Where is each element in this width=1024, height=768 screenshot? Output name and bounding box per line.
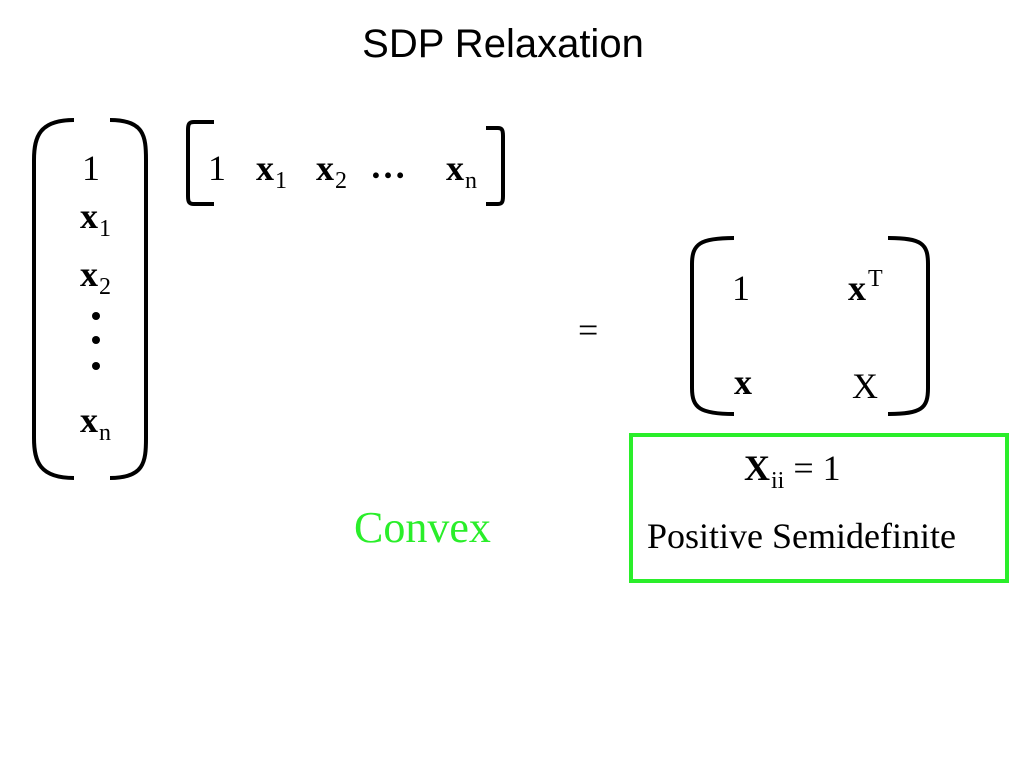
row-entry-x1: x1 xyxy=(256,148,287,194)
constraint-xii-sub: ii xyxy=(771,468,785,494)
row-xn-sub: n xyxy=(465,168,477,194)
column-entry-x2: x2 xyxy=(80,254,111,300)
psd-label: Positive Semidefinite xyxy=(647,516,956,556)
row-x1-sub: 1 xyxy=(275,168,287,194)
column-xn-sub: n xyxy=(99,420,111,446)
equals-sign: = xyxy=(578,310,599,350)
column-x1-base: x xyxy=(80,196,98,236)
row-x2-base: x xyxy=(316,148,334,188)
row-entry-1: 1 xyxy=(208,148,226,188)
row-xn-base: x xyxy=(446,148,464,188)
matrix-entry-22: X xyxy=(852,366,878,406)
row-x1-base: x xyxy=(256,148,274,188)
constraint-xii-base: X xyxy=(744,448,770,488)
column-vdots-dot-2 xyxy=(92,336,100,344)
matrix-entry-11: 1 xyxy=(732,268,750,308)
column-xn-base: x xyxy=(80,400,98,440)
row-vector-left-bracket xyxy=(186,120,214,206)
constraint-xii: Xii = 1 xyxy=(744,448,841,494)
constraint-xii-rest: = 1 xyxy=(784,448,841,488)
row-entry-x2: x2 xyxy=(316,148,347,194)
column-x1-sub: 1 xyxy=(99,216,111,242)
matrix-entry-21: x xyxy=(734,362,752,402)
constraint-box xyxy=(629,433,1009,583)
row-entry-xn: xn xyxy=(446,148,477,194)
column-entry-x1: x1 xyxy=(80,196,111,242)
column-entry-xn: xn xyxy=(80,400,111,446)
matrix-xT-sup: T xyxy=(868,266,883,292)
column-x2-base: x xyxy=(80,254,98,294)
column-entry-1: 1 xyxy=(82,148,100,188)
column-vdots-dot-3 xyxy=(92,362,100,370)
convex-label: Convex xyxy=(354,503,491,552)
row-x2-sub: 2 xyxy=(335,168,347,194)
slide-title: SDP Relaxation xyxy=(362,22,644,66)
result-matrix-right-bracket xyxy=(887,236,930,416)
row-entry-dots: … xyxy=(370,146,406,186)
result-matrix-left-bracket xyxy=(690,236,735,416)
matrix-entry-12: xT xyxy=(848,266,883,313)
row-vector-right-bracket xyxy=(486,126,505,206)
matrix-xT-base: x xyxy=(848,268,866,308)
column-vector-left-paren xyxy=(32,118,75,480)
column-x2-sub: 2 xyxy=(99,274,111,300)
column-vector-right-paren xyxy=(109,118,148,480)
column-vdots-dot-1 xyxy=(92,312,100,320)
